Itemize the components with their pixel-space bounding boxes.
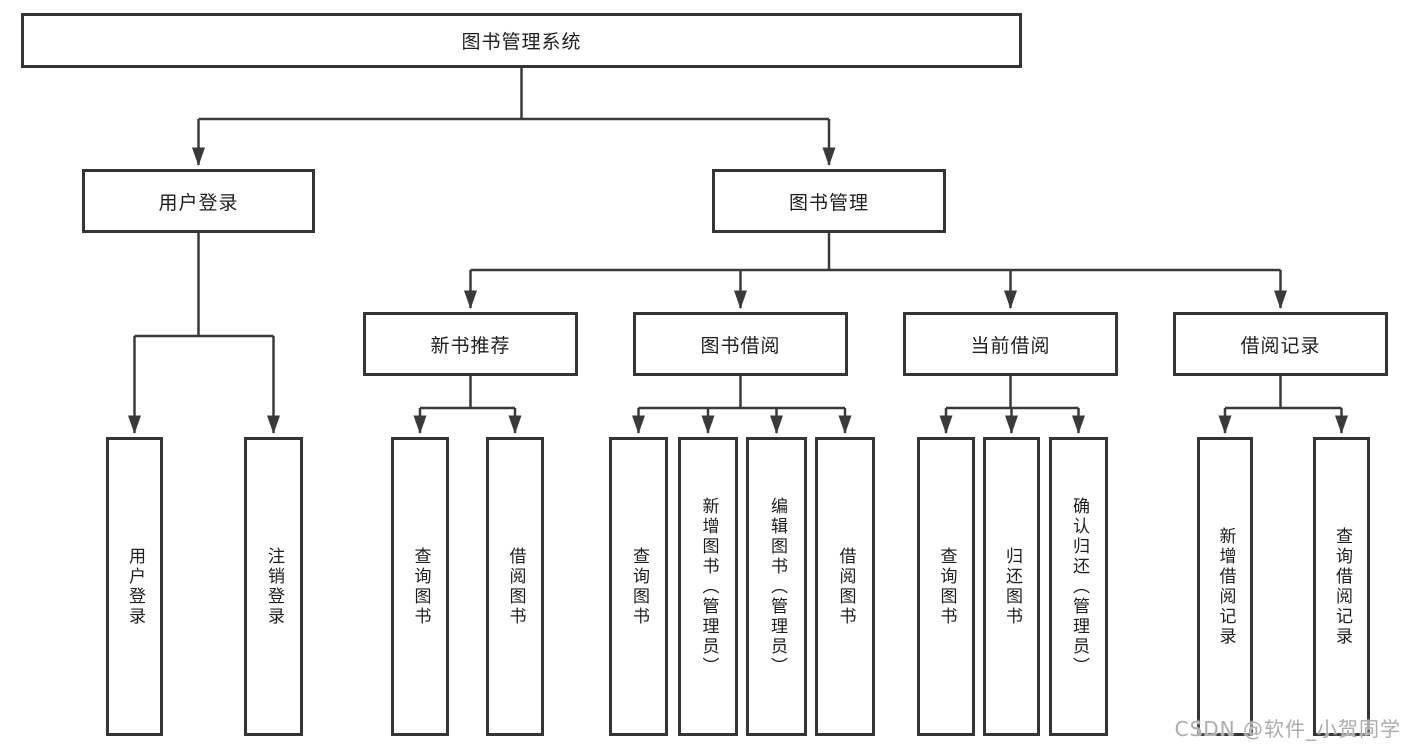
leaf-cb-confirm-return-admin-label: 确认归还（管理员）	[1069, 496, 1089, 677]
connector-cb-trunk	[946, 376, 1079, 410]
leaf-cb-query-book: 查询图书	[917, 437, 975, 736]
connector-br-trunk	[1225, 376, 1342, 410]
node-book-borrow: 图书借阅	[633, 312, 848, 376]
leaf-bb-add-book-admin-label: 新增图书（管理员）	[698, 496, 719, 677]
leaf-br-add-record-label: 新增借阅记录	[1215, 526, 1236, 647]
leaf-bb-query-book: 查询图书	[609, 437, 668, 736]
leaf-nbr-borrow-book-label: 借阅图书	[505, 546, 526, 627]
connector-root-trunk	[198, 68, 829, 121]
node-root-system: 图书管理系统	[21, 13, 1022, 68]
leaf-user-login: 用户登录	[106, 437, 163, 736]
leaf-cb-return-book: 归还图书	[983, 437, 1040, 736]
node-book-management: 图书管理	[712, 169, 946, 233]
connector-user-login-trunk	[134, 233, 274, 338]
leaf-nbr-borrow-book: 借阅图书	[486, 437, 544, 736]
leaf-cb-query-book-label: 查询图书	[936, 546, 957, 627]
leaf-bb-borrow-book-label: 借阅图书	[835, 546, 856, 627]
leaf-bb-borrow-book: 借阅图书	[815, 437, 875, 736]
node-borrow-record-label: 借阅记录	[1240, 334, 1321, 357]
leaf-bb-add-book-admin: 新增图书（管理员）	[678, 437, 738, 736]
leaf-cb-return-book-label: 归还图书	[1002, 546, 1022, 627]
node-new-book-recommend: 新书推荐	[363, 312, 578, 376]
leaf-br-query-record: 查询借阅记录	[1313, 437, 1370, 736]
leaf-nbr-query-book: 查询图书	[391, 437, 449, 736]
leaf-logout-label: 注销登录	[264, 546, 284, 627]
node-book-borrow-label: 图书借阅	[700, 334, 781, 357]
node-user-login: 用户登录	[82, 169, 315, 233]
leaf-cb-confirm-return-admin: 确认归还（管理员）	[1049, 437, 1108, 736]
connector-book-mgmt-trunk	[470, 233, 1281, 272]
node-book-management-label: 图书管理	[788, 191, 869, 214]
connector-bb-trunk	[638, 376, 845, 410]
node-new-book-recommend-label: 新书推荐	[430, 334, 511, 357]
leaf-bb-edit-book-admin-label: 编辑图书（管理员）	[767, 496, 787, 677]
leaf-user-login-label: 用户登录	[125, 546, 145, 627]
leaf-bb-edit-book-admin: 编辑图书（管理员）	[746, 437, 807, 736]
leaf-br-add-record: 新增借阅记录	[1197, 437, 1253, 736]
leaf-logout: 注销登录	[244, 437, 303, 736]
node-borrow-record: 借阅记录	[1173, 312, 1388, 376]
node-user-login-label: 用户登录	[158, 191, 239, 214]
node-current-borrow-label: 当前借阅	[970, 334, 1051, 357]
leaf-nbr-query-book-label: 查询图书	[410, 546, 431, 627]
leaf-br-query-record-label: 查询借阅记录	[1332, 526, 1352, 647]
csdn-watermark: CSDN @软件_小贺同学	[1174, 717, 1401, 741]
leaf-bb-query-book-label: 查询图书	[629, 546, 649, 627]
node-root-label: 图书管理系统	[461, 31, 582, 53]
node-current-borrow: 当前借阅	[903, 312, 1118, 376]
connector-nbr-trunk	[420, 376, 515, 410]
